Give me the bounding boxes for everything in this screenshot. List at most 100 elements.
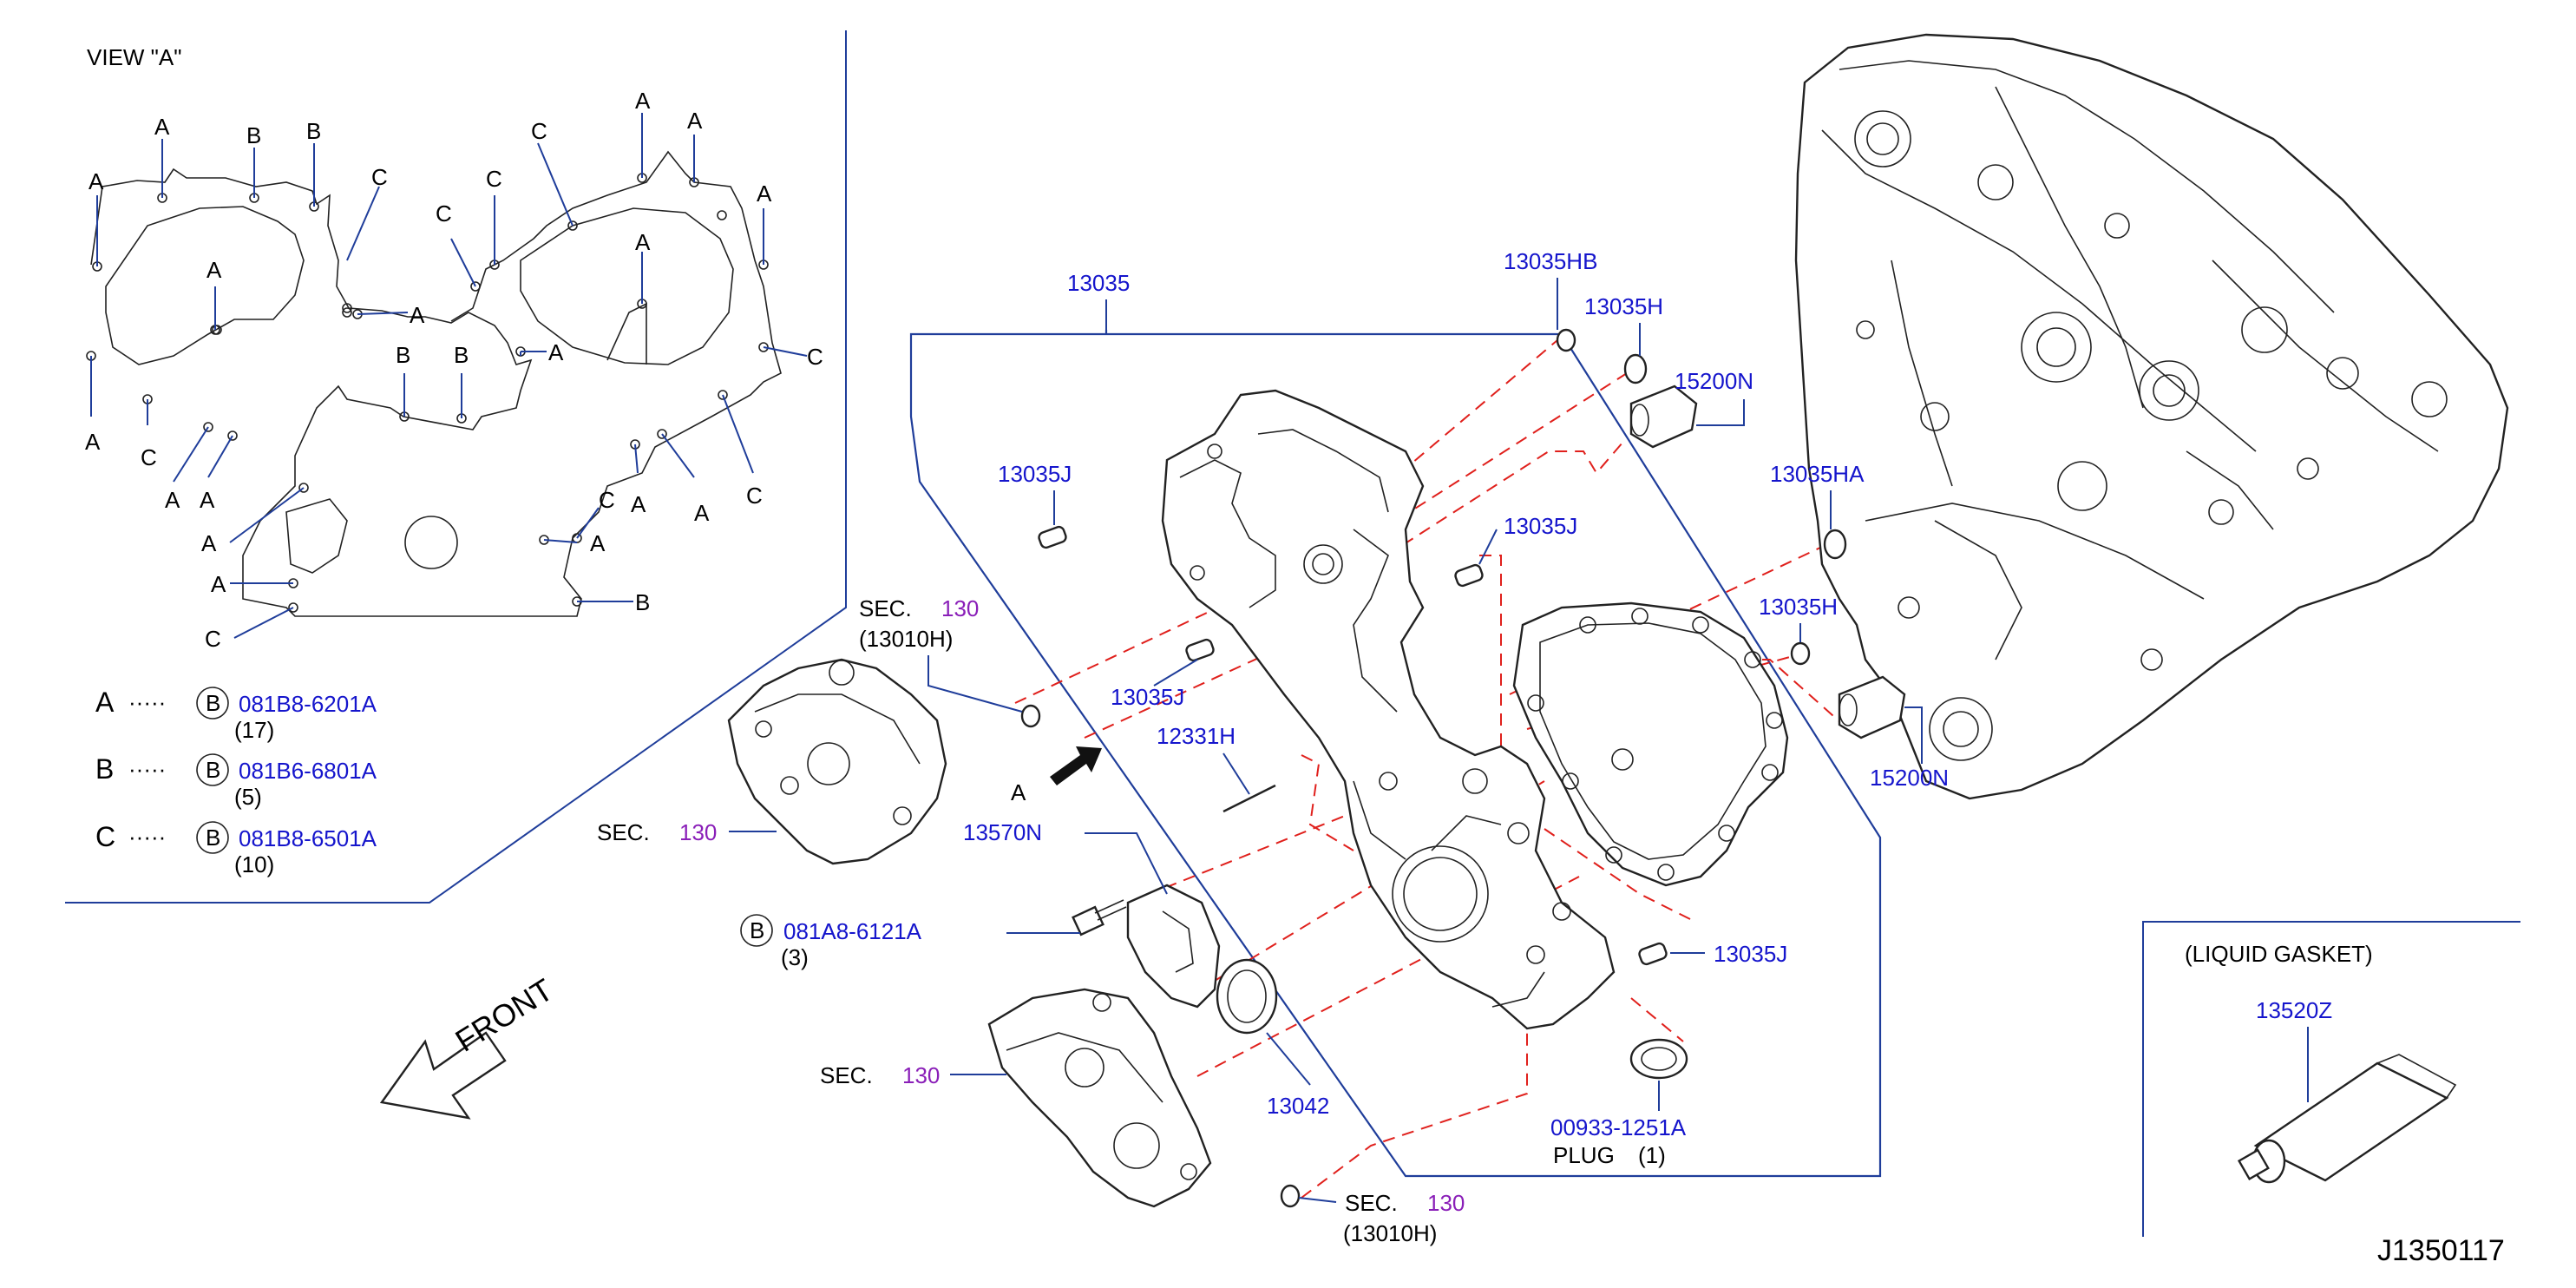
- view-a-panel: VIEW "A": [65, 30, 847, 904]
- label-13035: 13035: [1067, 270, 1130, 296]
- svg-text:SEC.: SEC.: [597, 819, 650, 845]
- svg-text:A: A: [635, 88, 651, 114]
- svg-text:A: A: [548, 339, 564, 365]
- label-plug-qty: (1): [1638, 1142, 1666, 1168]
- view-a-crank-bore: [404, 516, 458, 569]
- svg-text:C: C: [531, 118, 547, 144]
- engine-block-illustration: [1794, 33, 2509, 800]
- label-081a8-circle: [740, 914, 773, 947]
- label-081a8-qty: (3): [781, 944, 809, 970]
- svg-text:A: A: [211, 571, 226, 597]
- svg-text:081B8-6501A: 081B8-6501A: [239, 825, 377, 851]
- svg-text:A: A: [95, 687, 115, 718]
- svg-text:130: 130: [941, 595, 979, 621]
- svg-text:A: A: [154, 114, 170, 140]
- svg-text:A: A: [687, 108, 703, 134]
- label-13570n: 13570N: [963, 819, 1042, 845]
- label-13035ha: 13035HA: [1770, 461, 1865, 487]
- liquid-gasket-panel: (LIQUID GASKET) 13520Z: [2142, 921, 2520, 1237]
- svg-text:C: C: [371, 164, 388, 190]
- svg-text:A: A: [757, 181, 772, 207]
- label-081a8-6121a: 081A8-6121A: [783, 918, 922, 944]
- svg-text:C: C: [599, 487, 615, 513]
- svg-text:130: 130: [679, 819, 717, 845]
- front-label: FRONT: [449, 971, 560, 1058]
- svg-text:C: C: [807, 344, 823, 370]
- oil-strainer-15200n: [1629, 384, 1906, 739]
- view-a-arrow: A: [1011, 746, 1102, 805]
- svg-text:C: C: [95, 821, 115, 852]
- section-references: SEC. 130 (13010H) SEC. 130 SEC. 130 SEC.…: [597, 595, 1465, 1246]
- svg-text:130: 130: [1427, 1190, 1465, 1216]
- svg-text:SEC.: SEC.: [859, 595, 912, 621]
- svg-text:(13010H): (13010H): [1343, 1220, 1437, 1246]
- svg-text:A: A: [635, 229, 651, 255]
- view-a-marker-leaders: [90, 113, 808, 639]
- svg-text:A: A: [85, 429, 101, 455]
- label-13035h-top: 13035H: [1584, 293, 1663, 319]
- svg-text:C: C: [141, 444, 157, 470]
- svg-text:B: B: [306, 118, 321, 144]
- liquid-gasket-title: (LIQUID GASKET): [2185, 941, 2373, 967]
- dowel-pins-13035j: [1038, 525, 1668, 966]
- svg-text:A: A: [201, 530, 217, 556]
- label-13035j-left: 13035J: [998, 461, 1072, 487]
- oil-pump-housing: [987, 988, 1212, 1208]
- rear-chain-case: [1512, 601, 1789, 887]
- label-15200n-right: 15200N: [1870, 765, 1949, 791]
- legend-row-c: C ····· B 081B8-6501A (10): [95, 821, 377, 877]
- svg-text:B: B: [454, 342, 469, 368]
- label-13035hb: 13035HB: [1504, 248, 1597, 274]
- svg-text:C: C: [746, 483, 763, 509]
- svg-text:C: C: [486, 166, 502, 192]
- view-a-left-inner-window: [105, 206, 305, 365]
- svg-text:·····: ·····: [128, 756, 166, 782]
- svg-text:A: A: [88, 168, 104, 194]
- svg-text:(10): (10): [234, 851, 274, 877]
- view-a-markers: A B B A C A A A C A A A A C B B B C C C …: [85, 88, 823, 652]
- view-a-bolt-legend: A ····· B 081B8-6201A (17) B ····· B 081…: [95, 687, 377, 877]
- svg-text:B: B: [246, 122, 261, 148]
- gasket-tube: [2237, 1054, 2457, 1184]
- svg-text:SEC.: SEC.: [1345, 1190, 1398, 1216]
- label-13035h-right: 13035H: [1759, 594, 1838, 620]
- svg-text:B: B: [206, 690, 220, 716]
- label-15200n-top: 15200N: [1675, 368, 1753, 394]
- svg-text:·····: ·····: [128, 824, 166, 850]
- svg-text:B: B: [750, 917, 764, 943]
- view-a-left-cover-outline: [90, 150, 782, 617]
- front-timing-cover: [1161, 389, 1616, 1030]
- svg-text:A: A: [206, 257, 222, 283]
- label-00933-1251a: 00933-1251A: [1550, 1114, 1687, 1140]
- svg-text:B: B: [95, 753, 114, 785]
- svg-text:A: A: [165, 487, 180, 513]
- diagram-reference-number: J1350117: [2377, 1234, 2505, 1267]
- bolt-081a8-6121a: [1072, 899, 1127, 936]
- water-pump-housing: [727, 658, 947, 865]
- label-13035j-right: 13035J: [1714, 941, 1787, 967]
- front-direction-arrow: FRONT: [379, 971, 560, 1120]
- svg-text:B: B: [206, 825, 220, 851]
- label-plug: PLUG: [1553, 1142, 1615, 1168]
- pin-12331h: [1222, 784, 1276, 813]
- legend-row-a: A ····· B 081B8-6201A (17): [95, 687, 377, 743]
- o-rings: [1020, 328, 1847, 1208]
- sec-ref-2: SEC. 130: [597, 819, 777, 845]
- label-12331h: 12331H: [1157, 723, 1236, 749]
- svg-text:C: C: [205, 626, 221, 652]
- svg-text:B: B: [206, 757, 220, 783]
- part-labels: 13035HB 13035H 15200N 13035J 13035J 1303…: [740, 248, 1949, 1168]
- svg-text:A: A: [590, 530, 606, 556]
- svg-text:·····: ·····: [128, 689, 166, 715]
- legend-row-b: B ····· B 081B6-6801A (5): [95, 753, 377, 810]
- plug-00933-1251a: [1629, 1038, 1688, 1080]
- label-13520z: 13520Z: [2256, 997, 2332, 1023]
- svg-text:SEC.: SEC.: [820, 1062, 873, 1088]
- view-a-bolt-points: [86, 173, 769, 613]
- svg-text:081B6-6801A: 081B6-6801A: [239, 758, 377, 784]
- sec-ref-4: SEC. 130 (13010H): [1298, 1190, 1465, 1246]
- front-cover-assembly-box: 13035: [909, 270, 1882, 1178]
- label-13042: 13042: [1267, 1093, 1329, 1119]
- view-a-left-tab: [285, 498, 348, 574]
